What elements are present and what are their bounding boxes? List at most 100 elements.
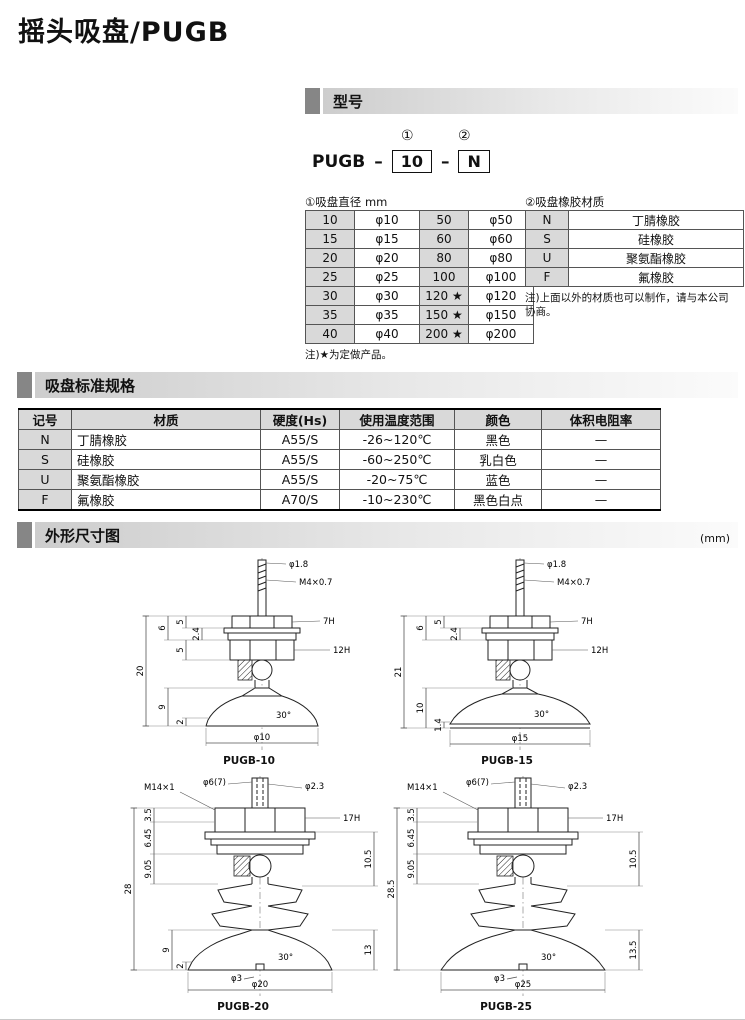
dim-label: 2 — [176, 719, 186, 724]
spec-cell: S — [18, 449, 72, 470]
angle-label: 30° — [276, 711, 291, 721]
stem-diameter-label: φ2.3 — [568, 782, 587, 792]
spec-cell: 氟橡胶 — [71, 489, 261, 511]
spec-cell: 聚氨酯橡胶 — [71, 469, 261, 490]
dimension-labels: φ1.8 M4×0.7 7H 12H 30° φ15 21 6 5 2.4 10… — [394, 560, 608, 744]
spec-cell: -26~120℃ — [339, 429, 455, 450]
model-code: PUGB – 10 – N — [312, 150, 490, 173]
dia-value: φ60 — [468, 229, 534, 249]
model-marker-2: ② — [458, 128, 471, 144]
spec-header-row: 记号 材质 硬度(Hs) 使用温度范围 颜色 体积电阻率 — [18, 408, 661, 430]
pugb-15-svg: φ1.8 M4×0.7 7H 12H 30° φ15 21 6 5 2.4 10… — [394, 558, 608, 750]
dia-value: φ200 — [468, 324, 534, 344]
dim-label: 6 — [158, 625, 168, 630]
dimension-labels: φ1.8 M4×0.7 7H 12H 30° φ10 20 6 5 2.4 5 … — [136, 560, 350, 743]
spec-cell: A70/S — [260, 489, 340, 511]
dim-label: 21 — [394, 667, 404, 678]
spec-cell: F — [18, 489, 72, 511]
dia-code: 50 — [419, 210, 469, 230]
stem-diameter-label: φ1.8 — [547, 560, 566, 570]
dim-label: 5 — [434, 619, 444, 624]
table-row: 15 φ15 60 φ60 — [305, 229, 534, 249]
mat-code: U — [525, 248, 569, 268]
thread-label: M4×0.7 — [557, 578, 590, 588]
dia-code: 30 — [305, 286, 355, 306]
dim-label: 10.5 — [364, 850, 374, 869]
dia-code: 15 — [305, 229, 355, 249]
hex-small-label: 7H — [323, 617, 335, 627]
dim-label: 9 — [162, 947, 172, 952]
mat-name: 聚氨酯橡胶 — [568, 248, 744, 268]
angle-label: 30° — [278, 953, 293, 963]
thread-label: M4×0.7 — [299, 578, 332, 588]
section-title-spec: 吸盘标准规格 — [45, 376, 136, 395]
stem-diameter-label: φ2.3 — [305, 782, 324, 792]
hex-label: 17H — [606, 814, 623, 824]
drawing-caption: PUGB-10 — [223, 755, 275, 767]
port-diameter-label: φ6(7) — [466, 778, 489, 788]
spec-cell: 蓝色 — [454, 469, 542, 490]
diameter-table-title: ①吸盘直径 mm — [305, 195, 388, 209]
material-table: N 丁腈橡胶 S 硅橡胶 U 聚氨酯橡胶 F 氟橡胶 — [525, 210, 744, 287]
dim-label: 3.5 — [144, 808, 154, 822]
table-row: N 丁腈橡胶 — [525, 210, 744, 230]
dia-code: 60 — [419, 229, 469, 249]
page-title: 摇头吸盘/PUGB — [18, 17, 230, 48]
dia-code: 20 — [305, 248, 355, 268]
pugb-10-svg: φ1.8 M4×0.7 7H 12H 30° φ10 20 6 5 2.4 5 … — [136, 558, 350, 750]
diameter-note: 注)★为定做产品。 — [305, 349, 393, 361]
dim-label: 5 — [176, 647, 186, 652]
spec-cell: — — [541, 429, 661, 450]
mat-name: 丁腈橡胶 — [568, 210, 744, 230]
spec-cell: 硅橡胶 — [71, 449, 261, 470]
spec-cell: 丁腈橡胶 — [71, 429, 261, 450]
spec-cell: — — [541, 489, 661, 511]
hex-large-label: 12H — [333, 646, 350, 656]
hex-label: 17H — [343, 814, 360, 824]
pugb-25-svg: M14×1 φ6(7) φ2.3 17H 30° φ3 φ25 28.5 3.5… — [387, 776, 643, 996]
spec-cell: A55/S — [260, 429, 340, 450]
dim-label: 10 — [416, 703, 426, 714]
dia-value: φ40 — [354, 324, 420, 344]
dia-value: φ50 — [468, 210, 534, 230]
section-square-icon — [17, 522, 32, 548]
dim-label: 6.45 — [407, 829, 417, 848]
dia-value: φ80 — [468, 248, 534, 268]
model-dash-1: – — [374, 151, 383, 172]
spec-cell: N — [18, 429, 72, 450]
cup-diameter-label: φ15 — [512, 734, 528, 744]
spec-header: 颜色 — [454, 408, 542, 430]
dia-value: φ120 — [468, 286, 534, 306]
hex-large-label: 12H — [591, 646, 608, 656]
dimension-lines — [130, 781, 378, 993]
mat-code: F — [525, 267, 569, 287]
dim-label: 3.5 — [407, 808, 417, 822]
dim-label: 10.5 — [629, 850, 639, 869]
hex-small-label: 7H — [581, 617, 593, 627]
orifice-label: φ3 — [494, 974, 505, 984]
stem-diameter-label: φ1.8 — [289, 560, 308, 570]
spec-row: F 氟橡胶 A70/S -10~230℃ 黑色白点 — — [18, 489, 661, 511]
spec-row: N 丁腈橡胶 A55/S -26~120℃ 黑色 — — [18, 429, 661, 450]
section-title-dims: 外形尺寸图 — [45, 526, 121, 545]
dia-value: φ100 — [468, 267, 534, 287]
mat-code: N — [525, 210, 569, 230]
thread-label: M14×1 — [144, 783, 175, 793]
mat-name: 氟橡胶 — [568, 267, 744, 287]
spec-cell: — — [541, 469, 661, 490]
spec-cell: — — [541, 449, 661, 470]
dia-value: φ15 — [354, 229, 420, 249]
material-note: 注)上面以外的材质也可以制作，请与本公司协商。 — [525, 292, 729, 319]
dia-value: φ35 — [354, 305, 420, 325]
section-square-icon — [17, 372, 32, 398]
spec-header: 硬度(Hs) — [260, 408, 340, 430]
dia-code: 25 — [305, 267, 355, 287]
dia-value: φ20 — [354, 248, 420, 268]
dim-label: 2.4 — [450, 627, 460, 641]
dim-label: 13 — [364, 945, 374, 956]
pugb-20-svg: M14×1 φ6(7) φ2.3 17H 30° φ3 φ20 28 3.5 6… — [124, 776, 378, 996]
cup-diameter-label: φ10 — [254, 733, 270, 743]
dim-label: 5 — [176, 619, 186, 624]
dia-code: 40 — [305, 324, 355, 344]
material-table-title: ②吸盘橡胶材质 — [525, 195, 605, 209]
